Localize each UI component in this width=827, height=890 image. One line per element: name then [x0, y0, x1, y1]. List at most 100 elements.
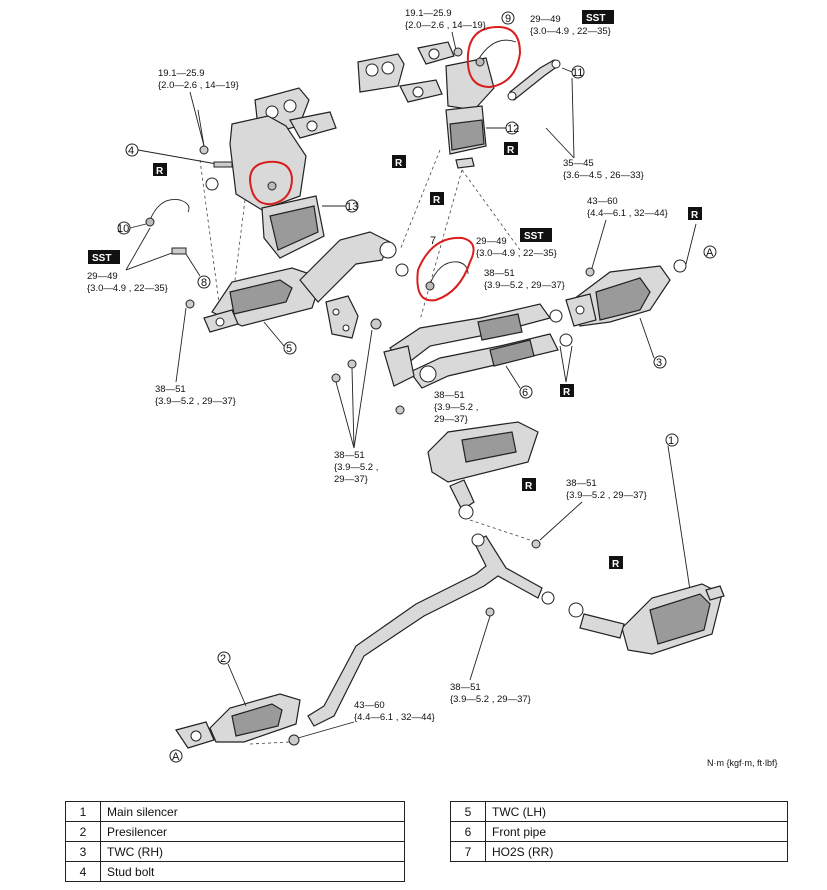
- callout-8: 8: [171, 247, 211, 289]
- callout-6: 6: [505, 365, 533, 399]
- svg-text:10: 10: [117, 223, 129, 235]
- callout-9: 9: [501, 11, 515, 25]
- torque-label: 29—49: [476, 236, 507, 247]
- svg-text:4: 4: [128, 145, 134, 157]
- rear-exhaust-manifold: [357, 41, 495, 155]
- presilencer: [175, 693, 301, 749]
- torque-label: {3.9—5.2 ,: [434, 402, 478, 413]
- highlight-ho2s-top: [466, 25, 522, 89]
- svg-text:11: 11: [572, 67, 583, 79]
- svg-text:13: 13: [346, 201, 358, 213]
- torque-label: 29—49: [530, 14, 561, 25]
- replace-marker: R: [392, 155, 406, 169]
- svg-text:R: R: [507, 145, 515, 156]
- torque-label: {3.0—4.9 , 22—35}: [530, 26, 611, 37]
- stud-bolt: [213, 161, 233, 168]
- svg-text:6: 6: [522, 387, 528, 399]
- rear-gasket: [455, 157, 475, 169]
- callout-2: 2: [217, 651, 247, 707]
- sst-marker-mid: SST: [520, 228, 552, 242]
- torque-label: {3.9—5.2 , 29—37}: [484, 280, 565, 291]
- replace-marker: R: [522, 478, 536, 492]
- heat-bracket-11: 11: [507, 59, 585, 101]
- replace-marker: R: [688, 207, 702, 221]
- svg-text:7: 7: [430, 235, 436, 247]
- replace-marker: R: [430, 192, 444, 206]
- torque-label: {4.4—6.1 , 32—44}: [354, 712, 435, 723]
- svg-text:9: 9: [505, 13, 511, 25]
- torque-label: {3.9—5.2 , 29—37}: [450, 694, 531, 705]
- nut: [288, 734, 300, 746]
- svg-text:R: R: [156, 166, 164, 177]
- svg-text:R: R: [612, 559, 620, 570]
- gasket: [395, 263, 409, 277]
- svg-text:A: A: [172, 751, 180, 763]
- callout-1: 1: [665, 433, 679, 447]
- svg-text:SST: SST: [586, 13, 605, 24]
- svg-text:SST: SST: [524, 231, 543, 242]
- front-exhaust-manifold: [229, 87, 337, 259]
- twc-rh: [565, 265, 671, 327]
- units-note: N·m {kgf·m, ft·lbf}: [707, 758, 778, 768]
- ho2s-front-rh: [475, 39, 517, 67]
- torque-label: 19.1—25.9: [158, 68, 204, 79]
- svg-text:R: R: [563, 387, 571, 398]
- torque-label: 19.1—25.9: [405, 8, 451, 19]
- callout-12: 12: [486, 121, 519, 135]
- callout-5: 5: [263, 321, 297, 355]
- torque-label: {4.4—6.1 , 32—44}: [587, 208, 668, 219]
- highlight-ho2s-rr: [416, 236, 475, 302]
- torque-label: {2.0—2.6 , 14—19}: [158, 80, 239, 91]
- torque-label: 38—51: [334, 450, 365, 461]
- main-silencer: [568, 583, 725, 655]
- torque-label: 38—51: [434, 390, 465, 401]
- torque-label: {3.9—5.2 , 29—37}: [566, 490, 647, 501]
- svg-text:SST: SST: [92, 253, 111, 264]
- gasket: [673, 259, 687, 273]
- svg-text:R: R: [525, 481, 533, 492]
- sst-marker-top: SST: [582, 10, 614, 24]
- torque-label: 38—51: [566, 478, 597, 489]
- replace-marker: R: [560, 384, 574, 398]
- highlight-ho2s-front: [248, 160, 294, 206]
- svg-text:R: R: [691, 210, 699, 221]
- svg-text:8: 8: [201, 277, 207, 289]
- torque-label: 43—60: [587, 196, 618, 207]
- svg-text:5: 5: [286, 343, 292, 355]
- sst-marker-left: SST: [88, 250, 120, 264]
- replace-marker: R: [504, 142, 518, 156]
- connection-point-a: A: [703, 245, 717, 259]
- replace-marker: R: [153, 163, 167, 177]
- replace-marker: R: [609, 556, 623, 570]
- callout-3: 3: [639, 317, 667, 369]
- ho2s-front-lh: [267, 181, 277, 191]
- exhaust-system-diagram: 12 9 11 19.1—25.9 {2.0—2.6 , 14—19} 29—4…: [87, 8, 725, 763]
- torque-label: 38—51: [450, 682, 481, 693]
- callout-13: 13: [322, 199, 359, 213]
- torque-label: {3.0—4.9 , 22—35}: [476, 248, 557, 259]
- torque-label: 35—45: [563, 158, 594, 169]
- front-pipe: [383, 303, 573, 389]
- torque-label: {2.0—2.6 , 14—19}: [405, 20, 486, 31]
- torque-label: 29—49: [87, 271, 118, 282]
- torque-label: {3.9—5.2 , 29—37}: [155, 396, 236, 407]
- torque-label: {3.9—5.2 ,: [334, 462, 378, 473]
- svg-text:A: A: [706, 247, 714, 259]
- torque-label: {3.0—4.9 , 22—35}: [87, 283, 168, 294]
- nut: [531, 539, 541, 549]
- connection-point-a: A: [169, 749, 183, 763]
- presilencer-pipe: [307, 533, 555, 727]
- torque-label: 43—60: [354, 700, 385, 711]
- nut: [395, 405, 405, 415]
- nut: [185, 299, 195, 309]
- gasket: [205, 177, 219, 191]
- mounting-bracket: [325, 295, 382, 383]
- svg-text:2: 2: [220, 653, 226, 665]
